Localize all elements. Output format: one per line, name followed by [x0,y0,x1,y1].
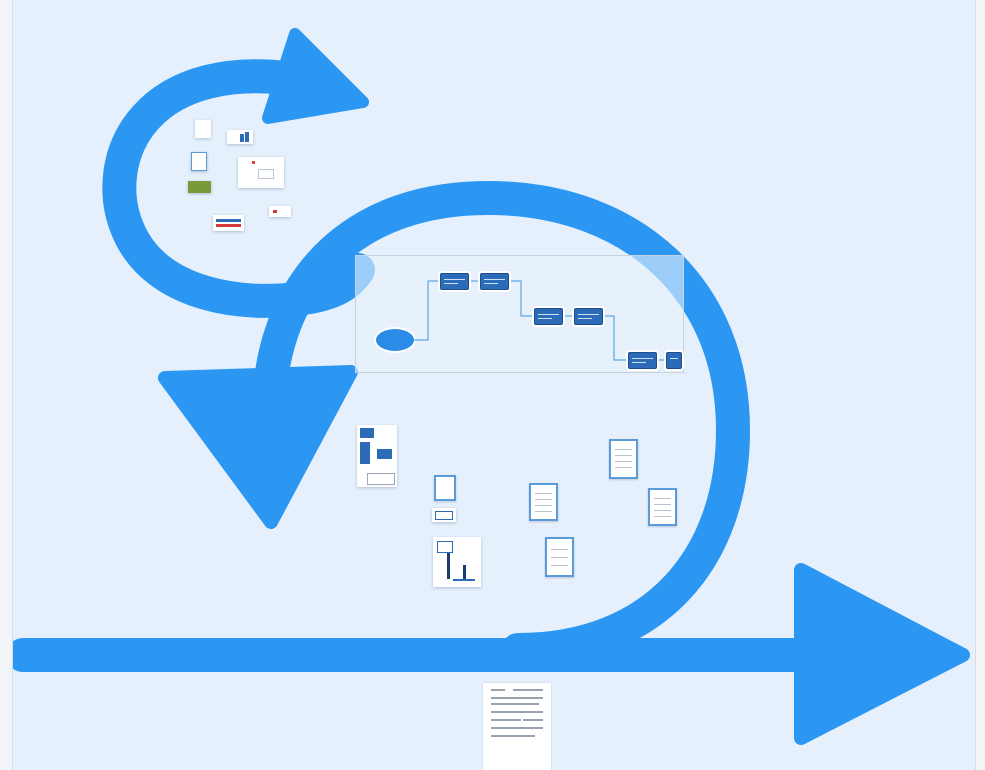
table-row-icon [216,224,241,227]
diagram-block-icon [377,449,392,459]
chart-bar-icon [447,553,450,579]
flow-node[interactable] [440,273,469,290]
image-thumbnail[interactable] [188,181,211,193]
slide-accent-icon [273,210,277,213]
document-thumbnail[interactable] [434,475,456,501]
table-thumbnail[interactable] [213,215,244,231]
slide-thumbnail[interactable] [269,206,291,217]
table-diagram-thumbnail[interactable] [357,425,397,487]
slide-thumbnail[interactable] [238,157,284,188]
arrows-graphic [13,28,970,745]
chart-frame-icon [437,541,453,553]
chart-thumbnail[interactable] [227,130,253,144]
chart-bar-icon [240,134,244,142]
flow-node[interactable] [666,352,682,369]
diagram-block-icon [360,442,370,464]
slide-shape-icon [258,169,274,179]
chart-thumbnail[interactable] [433,537,481,587]
presentation-canvas[interactable] [12,0,976,770]
timeline-arrow-head [794,563,970,745]
flow-node[interactable] [534,308,563,325]
diagram-grid-icon [367,473,395,485]
flow-node[interactable] [480,273,509,290]
document-thumbnail[interactable] [195,120,211,138]
screen-thumbnail[interactable] [432,508,456,522]
chart-bar-icon [245,132,249,142]
diagram-block-icon [360,428,374,438]
flow-start-node[interactable] [376,329,414,351]
document-thumbnail[interactable] [529,483,558,521]
document-thumbnail[interactable] [191,152,207,171]
spiral-arrow-head [158,365,358,529]
flow-node[interactable] [628,352,657,369]
screen-frame-icon [435,511,453,520]
flow-node[interactable] [574,308,603,325]
page-thumbnail[interactable] [483,683,551,770]
table-row-icon [216,219,241,222]
document-thumbnail[interactable] [648,488,677,526]
chart-bar-icon [463,565,466,579]
slide-accent-icon [252,161,255,164]
chart-line-icon [453,579,475,581]
document-thumbnail[interactable] [609,439,638,479]
flow-diagram-panel[interactable] [355,255,684,373]
document-thumbnail[interactable] [545,537,574,577]
loop-arrow-head-top [262,28,369,124]
